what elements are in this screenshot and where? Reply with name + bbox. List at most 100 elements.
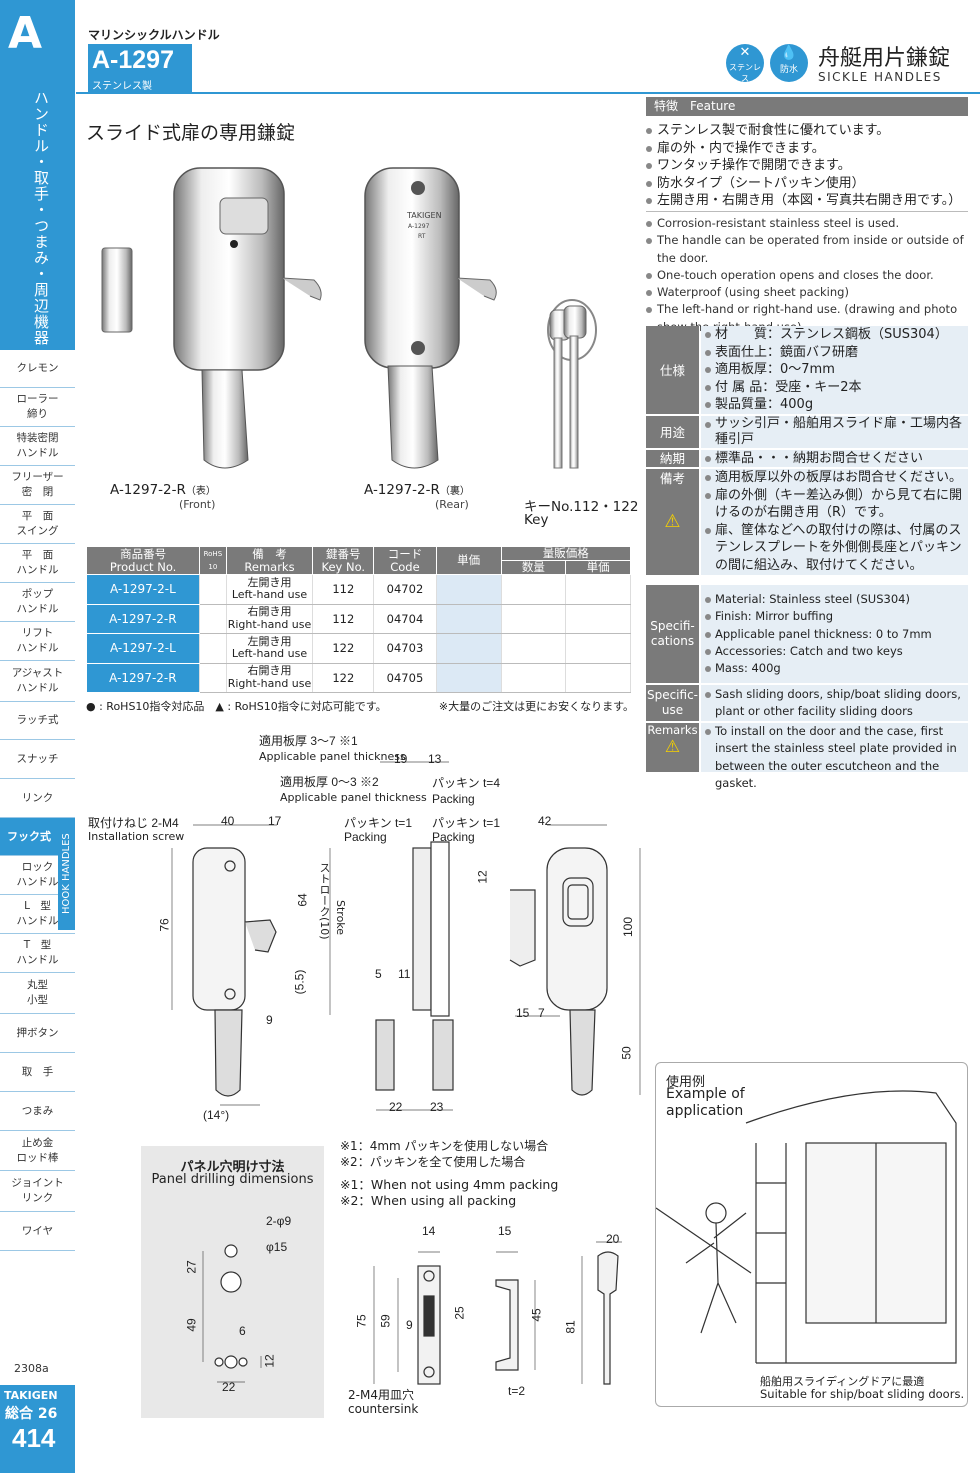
sparkle-icon: ✕ <box>739 45 751 60</box>
packing1a-label: パッキン t=1 <box>344 816 412 830</box>
remarks-cell: 左開き用 Left-hand use <box>226 574 314 605</box>
spec-item: 表面仕上：鏡面バフ研磨 <box>705 344 968 362</box>
dim-14-deg: (14°) <box>203 1108 230 1122</box>
stroke-label: ストローク(10) <box>318 862 331 940</box>
product-number: A-1297-2-L <box>86 633 201 664</box>
sidebar-item[interactable]: フック式 <box>0 818 58 856</box>
screw-label-en: Installation screw <box>88 830 185 843</box>
stroke-label-en: Stroke <box>334 900 347 936</box>
sidebar-item[interactable]: つまみ <box>0 1092 75 1131</box>
use-label: 用途 <box>646 416 699 448</box>
dim-13: 13 <box>428 752 442 766</box>
feature-list-jp: ステンレス製で耐食性に優れています。 扉の外・内で操作できます。 ワンタッチ操作… <box>646 122 971 210</box>
bulk-price-cell <box>565 633 631 664</box>
use-item-en: Sash sliding doors, ship/boat sliding do… <box>705 686 968 721</box>
sidebar-item[interactable]: フリーザー 密 閉 <box>0 466 75 505</box>
table-notes: ● : RoHS10指令対応品 ▲ : RoHS10指令に対応可能です。 ※大量… <box>86 698 634 714</box>
rear-photo-caption-en: (Rear) <box>435 498 469 511</box>
sidebar-item[interactable]: 平 面 ハンドル <box>0 544 75 583</box>
code-cell: 04703 <box>373 633 437 664</box>
use-label-en: Specific- use <box>646 685 699 721</box>
bulk-price-cell <box>565 574 631 605</box>
price-cell <box>436 633 502 664</box>
sidebar-item[interactable]: ロック ハンドル <box>0 856 75 895</box>
sidebar-item[interactable]: ワイヤ <box>0 1212 75 1251</box>
sidebar-item[interactable]: 特装密閉 ハンドル <box>0 427 75 466</box>
product-number: A-1297-2-R <box>86 604 201 634</box>
sidebar-item[interactable]: スナッチ <box>0 740 75 779</box>
sidebar-item[interactable]: 押ボタン <box>0 1014 75 1053</box>
dim-49: 49 <box>184 1318 199 1332</box>
section-letter: A <box>8 8 43 59</box>
sidebar-item[interactable]: 止め金 ロッド棒 <box>0 1131 75 1171</box>
col-bulk-price: 単価 <box>565 560 631 575</box>
bulk-price-cell <box>565 604 631 634</box>
delivery-item: 標準品・・・納期お問合せください <box>705 450 968 468</box>
sidebar-item[interactable]: L 型 ハンドル <box>0 895 75 934</box>
front-lever <box>219 197 269 235</box>
sidebar-item[interactable]: ラッチ式 <box>0 702 75 740</box>
sidebar-item[interactable]: 丸型 小型 <box>0 973 75 1014</box>
rohs-note: ● : RoHS10指令対応品 ▲ : RoHS10指令に対応可能です。 <box>86 700 387 713</box>
remarks-label-box: 備考 ⚠ <box>646 469 699 575</box>
sidebar-item[interactable]: 平 面 スイング <box>0 505 75 544</box>
spec-values: 材 質：ステンレス鋼板（SUS304） 表面仕上：鏡面バフ研磨 適用板厚：0〜7… <box>701 326 968 414</box>
sidebar-item[interactable]: 取 手 <box>0 1053 75 1092</box>
thk1-label-en: Applicable panel thickness <box>259 750 406 763</box>
brand-name: TAKIGEN <box>4 1389 58 1402</box>
sidebar-item[interactable]: アジャスト ハンドル <box>0 661 75 702</box>
rear-screw-bottom <box>411 341 425 355</box>
rohs-cell <box>199 633 227 664</box>
col-remarks: 備 考 Remarks <box>225 546 314 575</box>
sidebar-item[interactable]: ローラー 締り <box>0 388 75 427</box>
edition-code: 2308a <box>14 1362 49 1375</box>
packing1b-label: パッキン t=1 <box>432 816 500 830</box>
sidebar-item[interactable]: リフト ハンドル <box>0 622 75 661</box>
col-product: 商品番号 Product No. <box>85 546 201 575</box>
key-number: 122 <box>312 633 375 664</box>
spec-values-en: Material: Stainless steel (SUS304) Finis… <box>701 585 968 683</box>
water-drop-icon: 💧 <box>780 45 798 61</box>
sidebar-item[interactable]: ジョイント リンク <box>0 1171 75 1212</box>
product-table: 商品番号 Product No. RoHS 10 備 考 Remarks 鍵番号… <box>85 546 632 693</box>
spec-item: 製品質量：400g <box>705 396 968 414</box>
spec-item: 付 属 品：受座・キー2本 <box>705 379 968 397</box>
sidebar-item[interactable]: T 型 ハンドル <box>0 934 75 973</box>
rohs-cell <box>199 663 227 693</box>
thk2-label-en: Applicable panel thickness <box>280 791 427 804</box>
dim-100: 100 <box>621 916 636 938</box>
model-number: A-1297 <box>92 46 174 74</box>
dim-23: 23 <box>430 1100 444 1114</box>
key-number: 122 <box>312 663 375 693</box>
warning-icon: ⚠ <box>664 511 681 532</box>
sidebar-item[interactable]: クレモン <box>0 350 75 388</box>
remarks-cell: 右開き用 Right-hand use <box>226 604 314 634</box>
hook-handles-tab[interactable]: HOOK HANDLES <box>58 818 75 930</box>
dim-catch-25: 25 <box>452 1306 467 1320</box>
dim-catch-75: 75 <box>354 1314 369 1328</box>
dim-catch-15: 15 <box>498 1224 512 1238</box>
note-1-en: ※1：When not using 4mm packing <box>340 1177 559 1192</box>
dim-27: 27 <box>184 1260 199 1274</box>
headline: スライド式扉の専用鎌錠 <box>86 122 296 144</box>
remarks-label-en: Remarks <box>647 723 698 737</box>
technical-drawing <box>171 761 641 1111</box>
feature-item: 扉の外・内で操作できます。 <box>646 140 971 158</box>
dim-19: 19 <box>394 752 408 766</box>
material-label: ステンレス製 <box>92 81 152 92</box>
sidebar-item[interactable]: リンク <box>0 779 75 818</box>
sidebar-item[interactable]: ポップ ハンドル <box>0 583 75 622</box>
dim-catch-9: 9 <box>406 1318 413 1332</box>
dim-5-5: (5.5) <box>292 969 307 995</box>
rear-hook <box>456 277 497 301</box>
col-code: コード Code <box>373 546 437 575</box>
dim-holes: 2-φ9 <box>266 1214 292 1228</box>
remarks-item: 扉、筐体などへの取付けの際は、付属のステンレスプレートを外側側長座とパッキンの間… <box>705 522 968 575</box>
packing1a-label-en: Packing <box>344 830 387 844</box>
example-illustration <box>656 1090 957 1364</box>
hole-note: 2-M4用皿穴 <box>348 1388 414 1402</box>
sidebar: A ハンドル・取手・つまみ・周辺機器 クレモンローラー 締り特装密閉 ハンドルフ… <box>0 0 75 1473</box>
